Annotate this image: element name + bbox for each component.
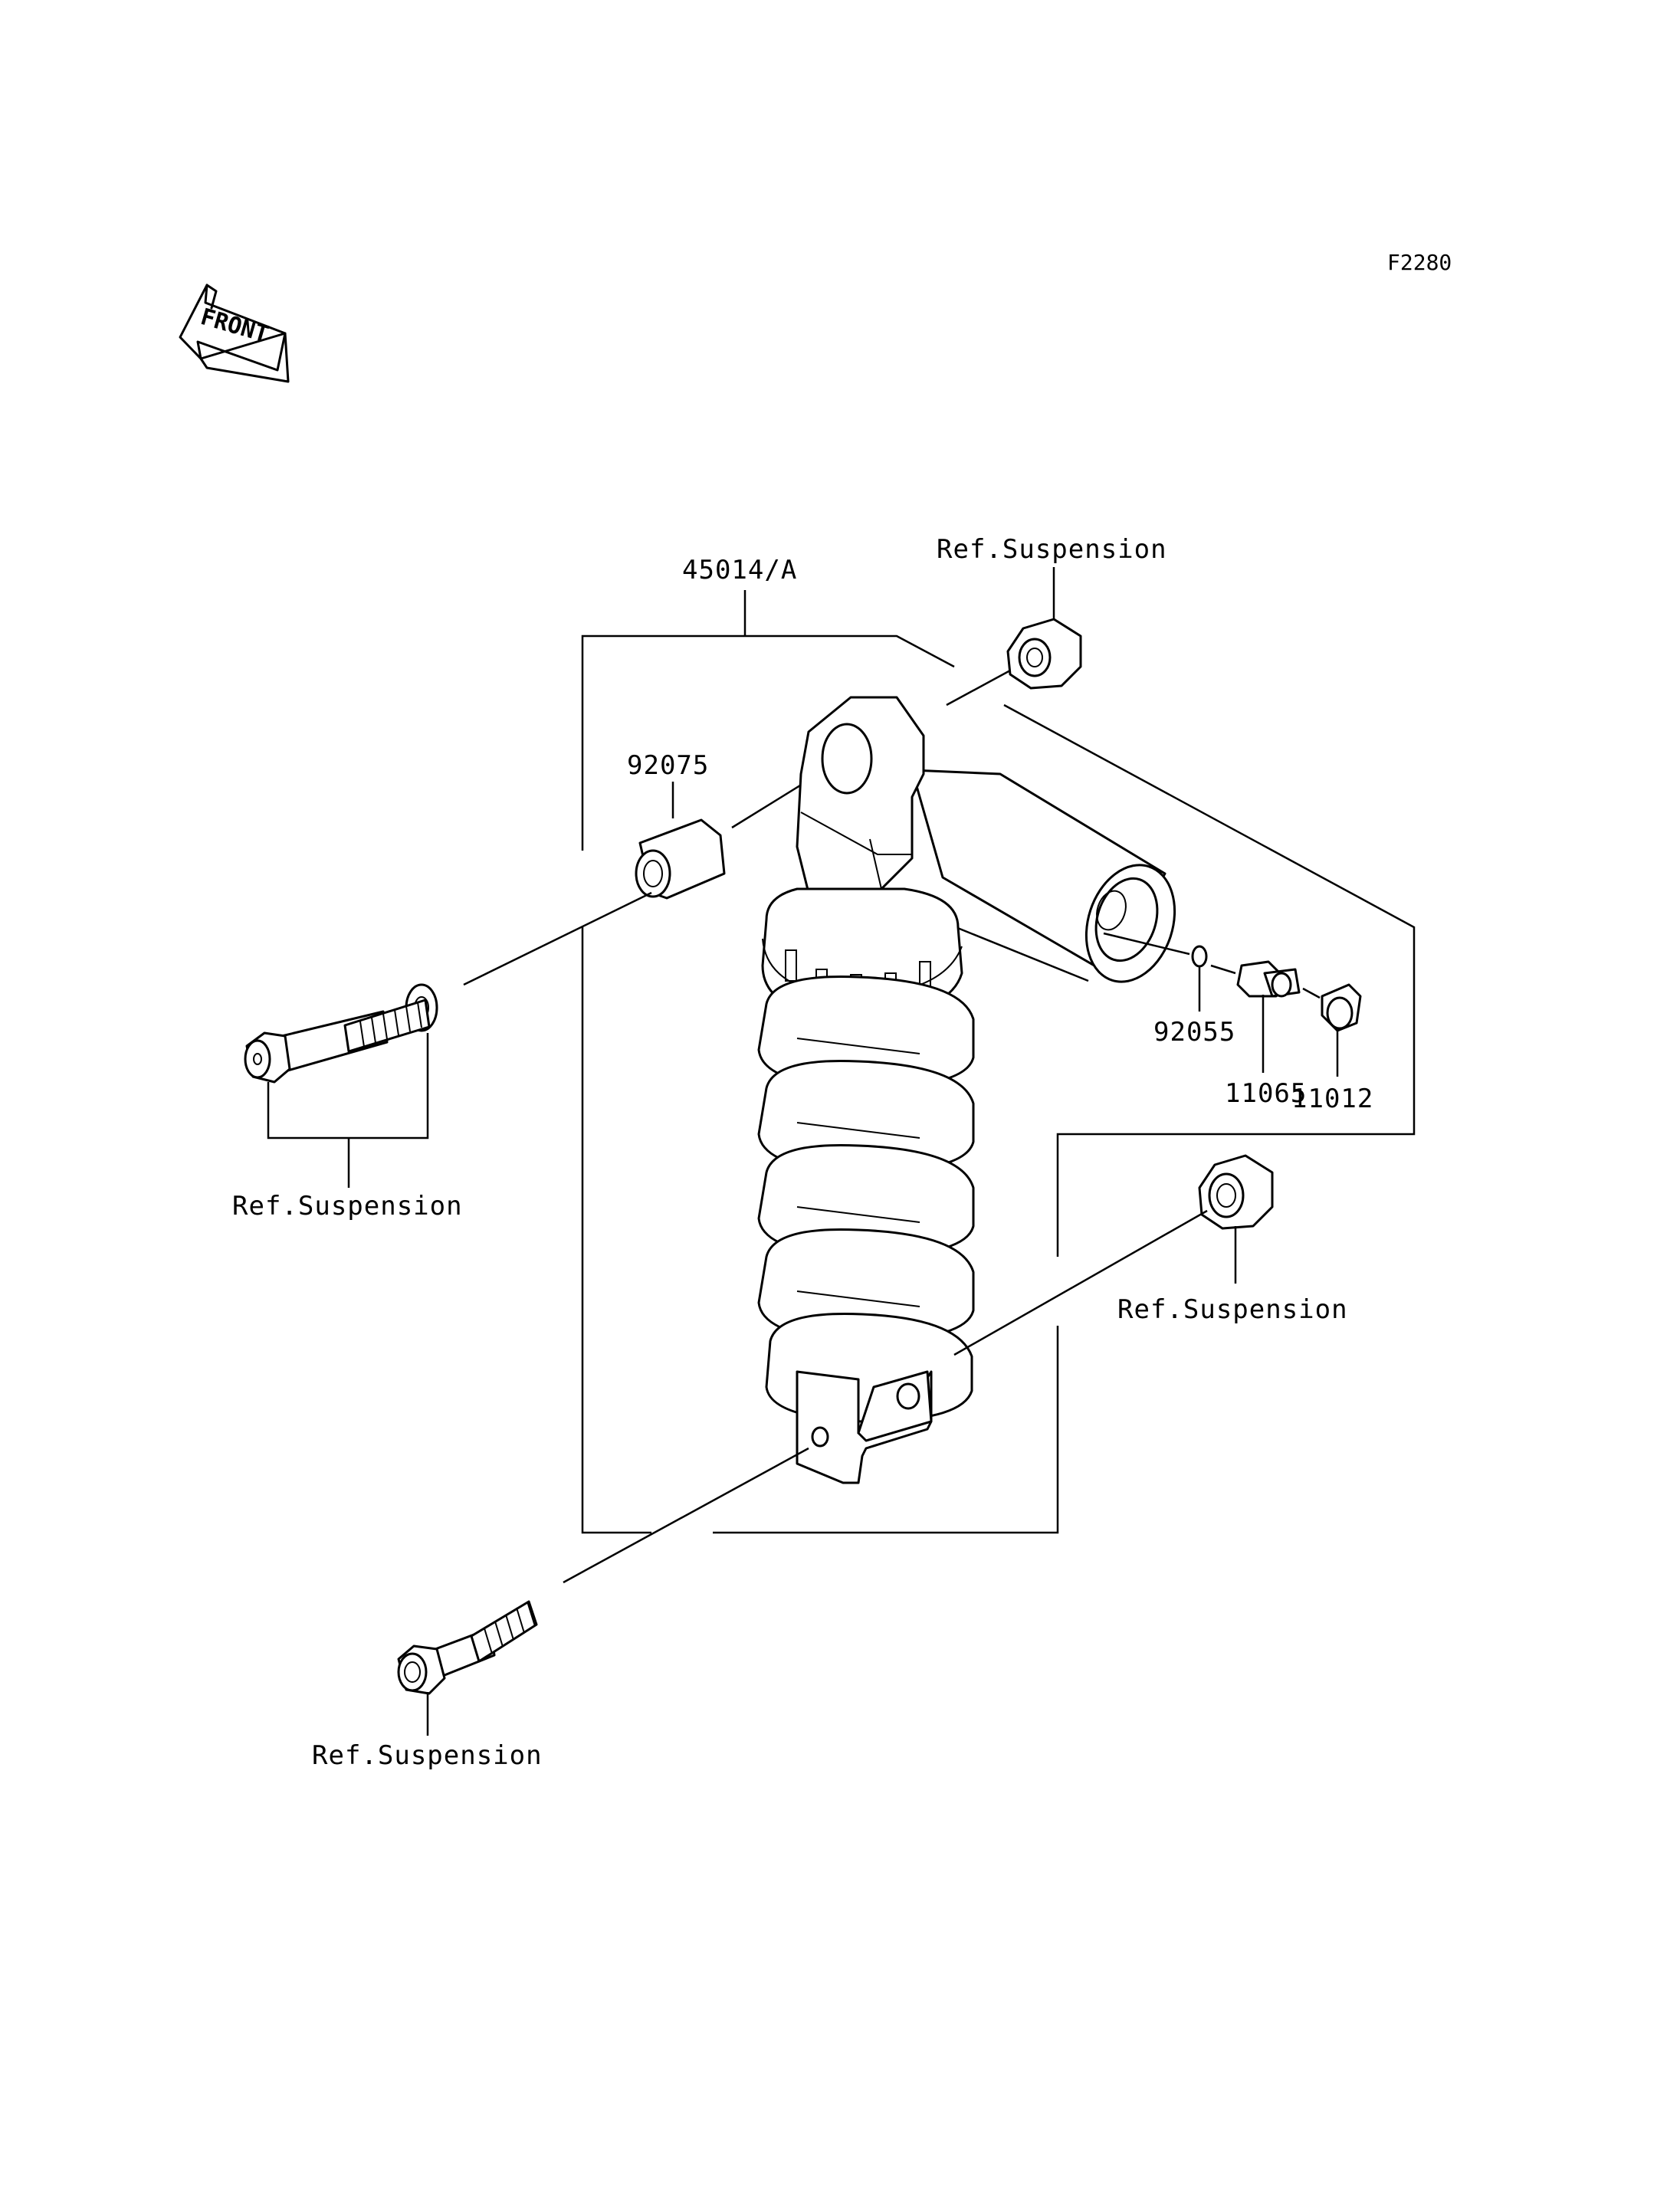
collar-label: 92075 — [627, 750, 709, 781]
figure-code: F2280 — [1387, 250, 1452, 275]
shock-assembly-label: 45014/A — [682, 555, 797, 585]
shock-absorber — [757, 696, 1176, 1484]
ref-upper-bolt-label: Ref.Suspension — [232, 1191, 463, 1221]
lower-nut — [1198, 1154, 1274, 1230]
valve — [1236, 960, 1301, 998]
ref-lower-bolt-label: Ref.Suspension — [312, 1740, 543, 1771]
front-arrow-icon: FRONT — [179, 284, 290, 383]
cap-label: 11012 — [1291, 1084, 1373, 1114]
ref-lower-nut-label: Ref.Suspension — [1117, 1294, 1348, 1325]
lower-bolt — [397, 1600, 538, 1695]
valve-label: 11065 — [1225, 1078, 1307, 1109]
assembly-bracket — [581, 590, 1416, 1534]
o-ring — [1191, 945, 1208, 968]
top-nut — [1006, 618, 1082, 690]
o-ring-label: 92055 — [1153, 1017, 1235, 1048]
ref-top-nut-label: Ref.Suspension — [937, 534, 1167, 565]
collar — [635, 818, 726, 900]
valve-cap — [1321, 983, 1362, 1032]
upper-bolt — [244, 998, 431, 1084]
